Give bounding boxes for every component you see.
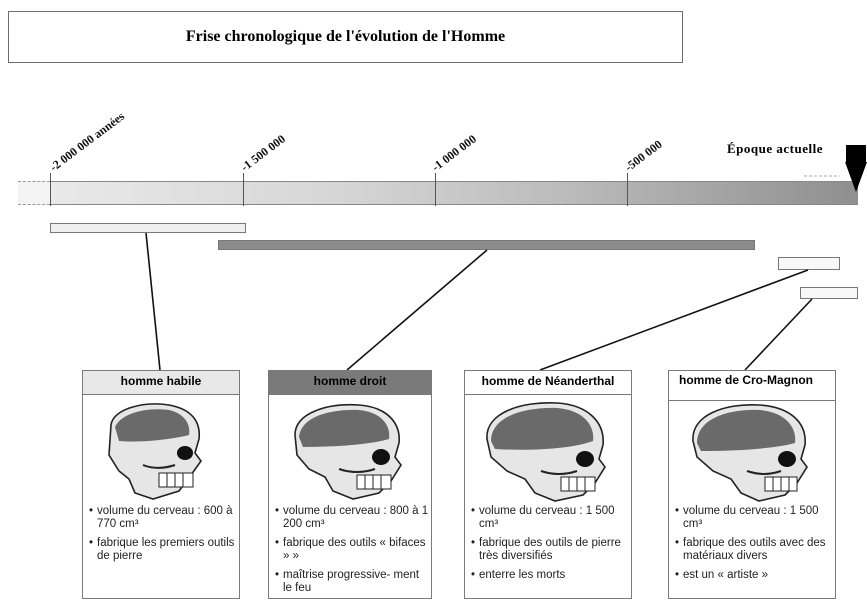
- card-homme-neanderthal: homme de Néanderthal volume du cerveau :…: [464, 370, 632, 599]
- fact-tools: fabrique les premiers outils de pierre: [89, 537, 239, 563]
- skull-neanderthal-icon: [486, 402, 606, 502]
- fact-tools: fabrique des outils « bifaces » »: [275, 537, 431, 563]
- timeline-tick: [435, 173, 436, 206]
- range-bar-cro-magnon: [800, 287, 858, 299]
- timeline-left-extension: [18, 181, 50, 205]
- card-homme-droit: homme droit volume du cerveau : 800 à 1 …: [268, 370, 432, 599]
- fact-burial: enterre les morts: [471, 569, 631, 582]
- fact-tools: fabrique des outils avec des matériaux d…: [675, 537, 835, 563]
- card-title: homme de Cro-Magnon: [669, 371, 835, 401]
- card-homme-habile: homme habile volume du cerveau : 600 à 7…: [82, 370, 240, 599]
- skull-cro-magnon-icon: [692, 404, 808, 502]
- diagram-title: Frise chronologique de l'évolution de l'…: [8, 11, 683, 63]
- timeline-bar: [50, 181, 858, 205]
- skull-habile-icon: [108, 403, 202, 500]
- card-title: homme de Néanderthal: [465, 371, 631, 395]
- skull-droit-icon: [294, 403, 402, 500]
- timeline-tick: [627, 173, 628, 206]
- timeline-tick: [50, 173, 51, 206]
- fact-brain-volume: volume du cerveau : 800 à 1 200 cm³: [275, 505, 431, 531]
- range-bar-neanderthal: [778, 257, 840, 270]
- fact-brain-volume: volume du cerveau : 600 à 770 cm³: [89, 505, 239, 531]
- card-homme-cro-magnon: homme de Cro-Magnon volume du cerveau : …: [668, 370, 836, 599]
- card-title: homme droit: [269, 371, 431, 395]
- fact-art: est un « artiste »: [675, 569, 835, 582]
- fact-tools: fabrique des outils de pierre très diver…: [471, 537, 631, 563]
- range-bar-habile: [50, 223, 246, 233]
- fact-fire: maîtrise progressive- ment le feu: [275, 569, 431, 595]
- card-title: homme habile: [83, 371, 239, 395]
- current-era-label: Époque actuelle: [727, 141, 823, 156]
- timeline-tick: [243, 173, 244, 206]
- fact-brain-volume: volume du cerveau : 1 500 cm³: [675, 505, 835, 531]
- fact-brain-volume: volume du cerveau : 1 500 cm³: [471, 505, 631, 531]
